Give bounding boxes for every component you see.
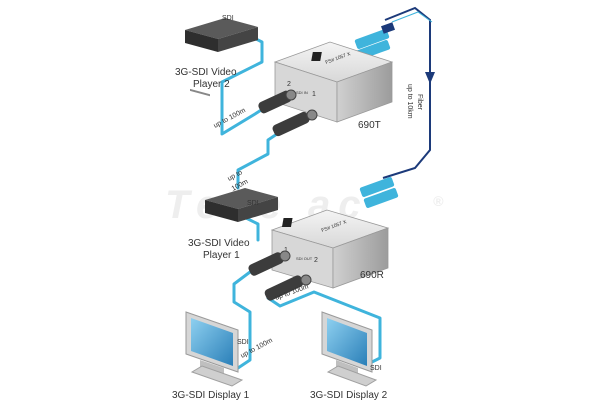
- sdi-label-player2: SDI: [222, 15, 234, 22]
- tx-label: 690T: [358, 120, 381, 131]
- rx-label: 690R: [360, 270, 384, 281]
- display-2-icon: [321, 311, 378, 387]
- player2-label-line1: 3G-SDI Video: [175, 67, 237, 78]
- sdi-label-display2: SDI: [370, 365, 382, 372]
- fiber-connector-bottom: [359, 177, 399, 208]
- rx-port1-label: 1: [284, 247, 288, 254]
- sdi-label-player1: SDI: [247, 200, 259, 207]
- fiber-line-highlight-top: [391, 11, 433, 23]
- video-player-1-icon: [205, 188, 278, 222]
- transmitter-device: FS# 1057 X 2 1 SDI IN: [273, 41, 394, 123]
- receiver-device: FS# 1057 X 1 2 SDI OUT: [270, 209, 390, 289]
- rx-bnc-connector-1: [248, 250, 291, 276]
- cable-player1-to-rx: [244, 216, 260, 242]
- cable-rx-to-display2: [266, 290, 382, 366]
- cable-player2-to-tx: [220, 33, 274, 136]
- tx-bnc-connector-1: [258, 89, 297, 114]
- player1-label-line2: Player 1: [203, 250, 240, 261]
- rx-port2-label: 2: [314, 257, 318, 264]
- display2-label: 3G-SDI Display 2: [310, 390, 388, 401]
- player1-label-line1: 3G-SDI Video: [188, 238, 250, 249]
- upto100m-label-player2: up to 100m: [213, 107, 247, 130]
- cable-rx-to-display1: [232, 270, 252, 370]
- watermark-mark: ®: [433, 193, 451, 209]
- display-1-icon: [185, 311, 244, 387]
- fiber-label: Fiber: [416, 94, 423, 111]
- tx-bnc-connector-2: [272, 109, 318, 137]
- fiber-line: [382, 6, 431, 179]
- tx-port-in-label: SDI IN: [296, 90, 308, 95]
- tx-port2-label: 1: [312, 91, 316, 98]
- sdi-label-display1: SDI: [237, 339, 249, 346]
- rx-bnc-connector-2: [264, 274, 312, 301]
- upto10km-label: up to 10km: [406, 84, 413, 119]
- cable-tx-to-player1: [236, 128, 285, 190]
- fiber-arrow-icon: [425, 72, 435, 84]
- tx-port1-label: 2: [287, 81, 291, 88]
- player2-label-line2: Player 2: [193, 79, 230, 90]
- rx-port-out-label: SDI OUT: [296, 256, 313, 261]
- display1-label: 3G-SDI Display 1: [172, 390, 250, 401]
- video-player-2-icon: [185, 18, 258, 97]
